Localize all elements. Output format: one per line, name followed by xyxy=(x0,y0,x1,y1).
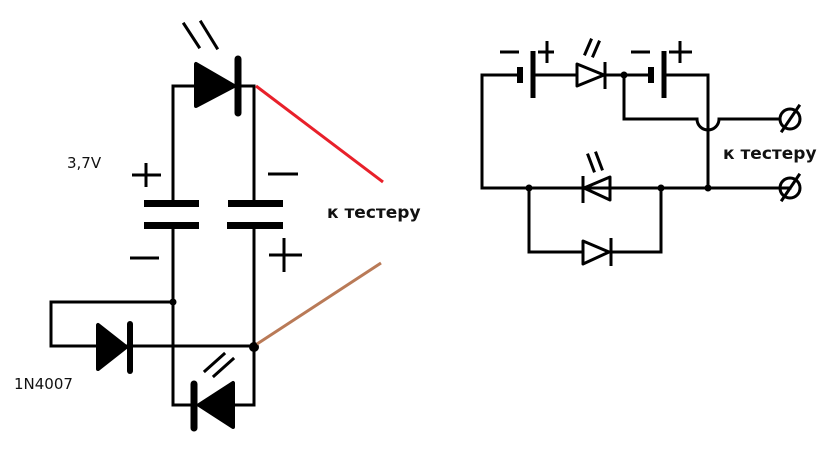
wire-top xyxy=(171,84,256,202)
terminal-lower xyxy=(778,172,802,203)
led-top xyxy=(181,19,242,117)
led-top-ray-2 xyxy=(198,19,220,51)
wire-diode-loop xyxy=(49,300,256,348)
terminal-lower-slash xyxy=(779,172,802,203)
led-right-bottom-triangle xyxy=(582,175,612,202)
diode-right-bottom-triangle xyxy=(581,239,611,266)
junction-dot xyxy=(169,298,177,306)
wire-parallel-branch xyxy=(527,186,663,254)
junction-dot xyxy=(704,184,712,192)
led-right-bottom xyxy=(581,151,612,203)
led-top-ray-1 xyxy=(181,21,202,50)
tester-label-right: к тестеру xyxy=(723,144,817,164)
diode-right-bottom xyxy=(581,238,613,266)
capacitor-left xyxy=(144,200,199,229)
diode-part-label: 1N4007 xyxy=(14,375,73,393)
capacitor-left-plate-bottom xyxy=(144,222,199,229)
battery-2 xyxy=(631,41,692,98)
led-right-top-ray-2 xyxy=(591,40,601,58)
capacitor-right xyxy=(227,200,283,229)
led-top-anode-triangle xyxy=(194,62,236,108)
junction-dot xyxy=(525,184,533,192)
polarity-marks-left xyxy=(130,163,302,272)
battery-1 xyxy=(500,41,554,98)
junction-dot xyxy=(249,342,259,352)
terminal-lower-ring xyxy=(778,176,802,200)
led-right-bottom-ray-2 xyxy=(594,151,604,171)
voltage-label: 3,7V xyxy=(67,154,102,172)
led-right-top xyxy=(575,38,607,89)
led-bottom-ray-1 xyxy=(202,351,227,374)
capacitor-left-plate-top xyxy=(144,200,199,207)
led-right-top-ray-1 xyxy=(583,38,593,56)
terminal-upper-slash xyxy=(779,103,802,134)
led-right-bottom-ray-1 xyxy=(586,153,596,173)
probe-lead-positive xyxy=(255,84,384,184)
wire-tester-upper xyxy=(622,73,782,132)
led-bottom-triangle xyxy=(197,381,235,429)
right-schematic xyxy=(480,38,802,266)
left-schematic xyxy=(49,19,384,432)
junction-dot xyxy=(657,184,665,192)
wire-top-right xyxy=(480,73,792,190)
probe-lead-negative xyxy=(256,261,382,346)
led-bottom xyxy=(190,351,236,432)
led-right-top-triangle xyxy=(575,62,606,88)
led-bottom-ray-2 xyxy=(211,356,236,379)
terminal-upper xyxy=(778,103,802,134)
diode-1n4007 xyxy=(96,321,133,374)
tester-label-left: к тестеру xyxy=(327,203,421,223)
terminal-upper-ring xyxy=(778,107,802,131)
capacitor-right-plate-bottom xyxy=(227,222,283,229)
wire-top-mid-3 xyxy=(662,73,710,190)
capacitor-right-plate-top xyxy=(228,200,283,207)
diode-1n4007-triangle xyxy=(96,323,128,371)
